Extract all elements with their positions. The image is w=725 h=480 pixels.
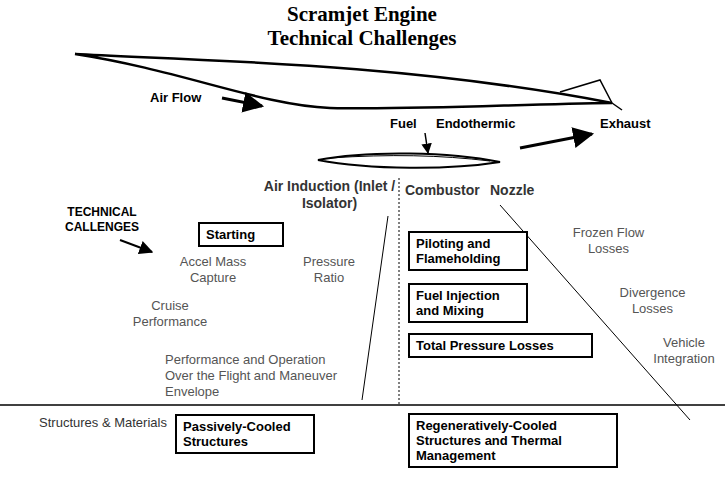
section-label: Air Induction (Inlet / Isolator) — [262, 178, 397, 212]
challenge-label: Divergence Losses — [610, 285, 695, 317]
challenge-box: Starting — [198, 222, 284, 247]
fuel-note: Endothermic — [436, 116, 526, 132]
challenge-label: Performance and Operation Over the Fligh… — [165, 352, 355, 400]
air-flow-arrow — [222, 98, 262, 106]
engine-cowl — [318, 153, 500, 167]
vehicle-body — [75, 54, 612, 108]
fuel-arrow — [425, 133, 428, 153]
inlet-divider — [362, 216, 388, 400]
challenge-label: Frozen Flow Losses — [566, 225, 651, 257]
section-label: Nozzle — [490, 182, 540, 199]
challenge-box: Fuel Injection and Mixing — [408, 283, 528, 323]
challenge-label: Cruise Performance — [120, 298, 220, 330]
row-label: Structures & Materials — [38, 415, 168, 431]
vehicle-tail — [560, 80, 612, 103]
box-text: Total Pressure Losses — [416, 338, 585, 353]
challenge-box: Regeneratively-Cooled Structures and The… — [408, 413, 618, 468]
fuel-label: Fuel — [390, 116, 430, 132]
flow-label: Air Flow — [150, 90, 230, 106]
challenge-label: Pressure Ratio — [300, 254, 358, 286]
exhaust-arrow — [520, 134, 592, 148]
box-text: Passively-Cooled Structures — [183, 419, 307, 449]
cowl-inner-line — [330, 156, 490, 161]
challenges-arrow — [120, 240, 152, 252]
challenge-box: Passively-Cooled Structures — [175, 414, 315, 454]
structures-separator — [0, 404, 725, 406]
combustor-divider — [399, 178, 400, 405]
box-text: Regeneratively-Cooled Structures and The… — [416, 418, 610, 463]
challenge-box: Total Pressure Losses — [408, 333, 593, 358]
box-text: Starting — [206, 227, 276, 242]
challenge-label: Accel Mass Capture — [168, 254, 258, 286]
challenge-label: Vehicle Integration — [648, 335, 720, 367]
box-text: Piloting and Flameholding — [416, 236, 520, 266]
flow-label: Exhaust — [600, 116, 670, 132]
challenges-heading: TECHNICAL CALLENGES — [52, 205, 152, 235]
section-label: Combustor — [405, 182, 490, 199]
challenge-box: Piloting and Flameholding — [408, 231, 528, 271]
diagram-title: Scramjet Engine Technical Challenges — [242, 2, 482, 50]
vehicle-tail-tip — [612, 103, 622, 110]
box-text: Fuel Injection and Mixing — [416, 288, 520, 318]
